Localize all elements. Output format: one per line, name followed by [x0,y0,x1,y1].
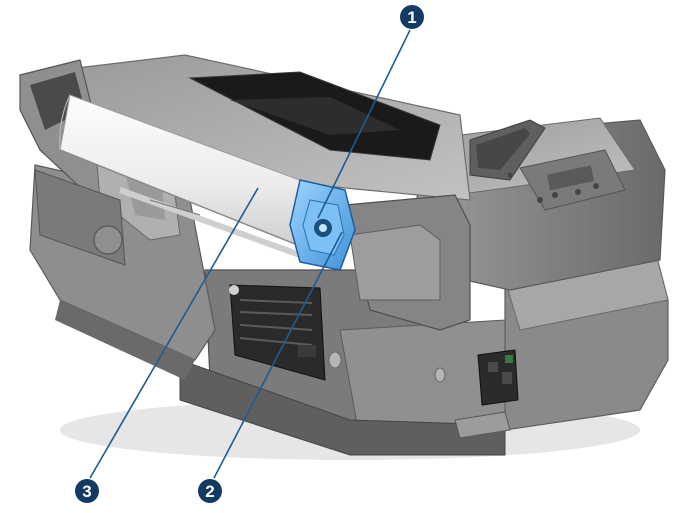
spindle-blue-hub [289,179,356,271]
callout-2-badge [198,479,222,503]
callout-3: 3 [75,187,259,503]
callout-1: 1 [317,5,424,219]
callout-2: 2 [198,231,343,503]
callout-2-leader [213,231,343,479]
callout-3-number: 3 [82,482,91,501]
callout-3-leader [89,187,259,479]
printer-body [19,54,669,460]
callout-3-badge [75,479,99,503]
callout-1-badge [400,5,424,29]
callout-1-number: 1 [407,8,416,27]
callout-1-leader [317,29,411,219]
callout-2-number: 2 [205,482,214,501]
